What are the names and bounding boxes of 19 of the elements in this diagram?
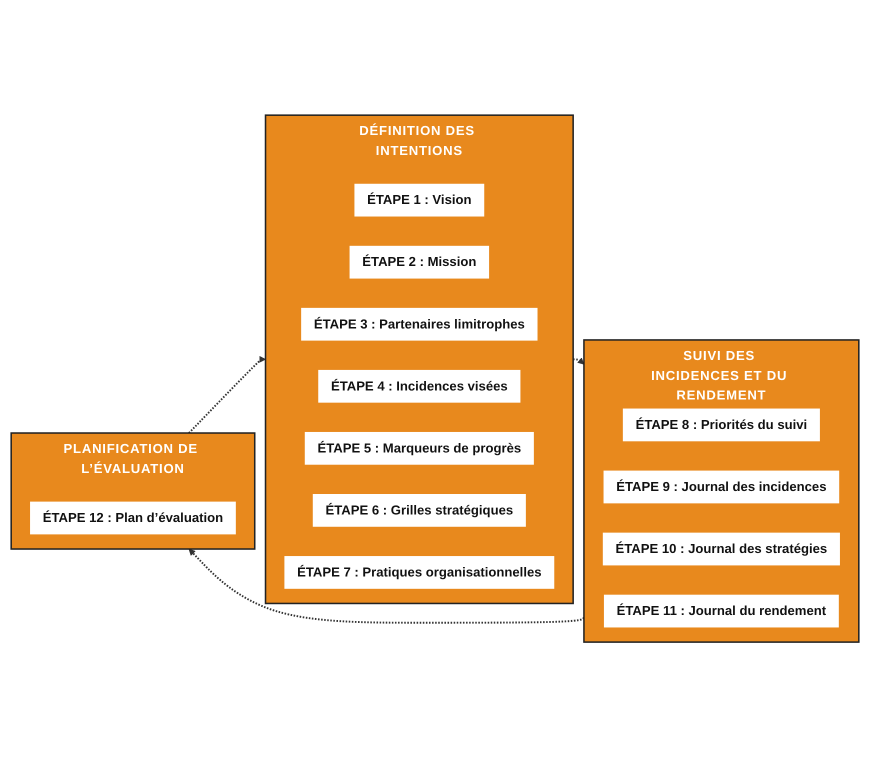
node-box [312, 494, 526, 527]
arrow [573, 357, 584, 364]
cluster [583, 339, 860, 643]
arrow [188, 356, 266, 434]
node-box [354, 184, 484, 216]
flowchart-diagram: PLANIFICATION DE L’ÉVALUATION ÉTAPE 12 : Plan d’évaluation SUIVI DES INCIDENCES ET DU RENDEMENT ÉTAPE 8 : Priorités du suivi ÉTAPE 9 : Journal des incidences ÉTAPE 10 : Journal des stratégies ÉTAPE 11 : Journal du rendement DÉFINITION DES INTENTIONS ÉTAPE 1 : Vision ÉTAPE 2 : Mission ÉTAPE 3 : Partenaires limitrophes ÉTAPE 4 : Incidences visées ÉTAPE 5 : Marqueurs de progrès ÉTAPE 6 : Grilles stratégiques ÉTAPE 7 : Pratiques organisationnelles [5, 108, 865, 648]
node-box [604, 470, 840, 504]
cluster [10, 432, 256, 550]
node-box [30, 501, 236, 534]
node-box [602, 532, 840, 566]
node-box [350, 246, 490, 278]
node-box [284, 556, 554, 589]
arrow [188, 548, 584, 624]
cluster [264, 114, 574, 604]
node-box [304, 432, 534, 465]
node-box [301, 308, 538, 340]
node-box [622, 408, 820, 442]
node-box [318, 370, 520, 403]
node-box [604, 594, 839, 628]
